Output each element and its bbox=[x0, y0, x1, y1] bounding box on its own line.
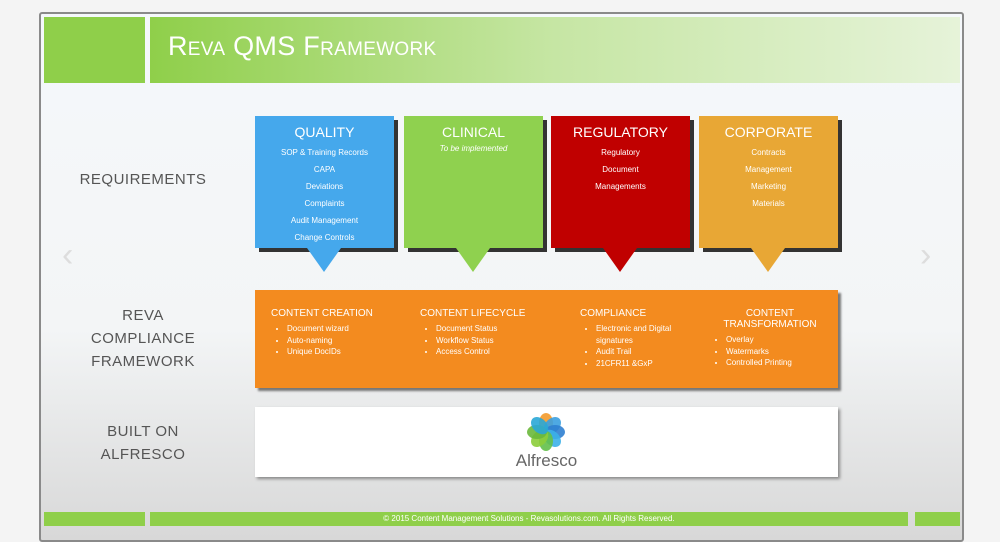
card-title: REGULATORY bbox=[573, 124, 668, 140]
built-on-label: BUILT ON ALFRESCO bbox=[100, 423, 186, 463]
card-item: Complaints bbox=[304, 199, 345, 208]
callout-pointer bbox=[603, 248, 637, 272]
card-item: Regulatory bbox=[601, 148, 640, 157]
column-item: Overlay bbox=[726, 334, 830, 346]
card-item: Deviations bbox=[305, 182, 344, 191]
alfresco-logo-icon bbox=[527, 413, 565, 451]
card-item: Document bbox=[602, 165, 639, 174]
card-title: QUALITY bbox=[294, 124, 355, 140]
column-title: CONTENT TRANSFORMATION bbox=[723, 308, 817, 330]
card-item: To be implemented bbox=[439, 144, 508, 153]
alfresco-box: Alfresco bbox=[255, 407, 838, 477]
column-title: CONTENT CREATION bbox=[271, 308, 373, 319]
framework-column: CONTENT TRANSFORMATION OverlayWatermarksC… bbox=[710, 308, 830, 369]
alfresco-logo-text: Alfresco bbox=[515, 451, 578, 470]
column-item: Auto-naming bbox=[287, 335, 421, 347]
column-item: Watermarks bbox=[726, 346, 830, 358]
card-item: Contracts bbox=[751, 148, 786, 157]
card-item: Management bbox=[745, 165, 792, 174]
column-item: Workflow Status bbox=[436, 335, 565, 347]
prev-slide-arrow-icon[interactable]: ‹ bbox=[62, 236, 74, 274]
framework-column: CONTENT CREATION Document wizardAuto-nami… bbox=[271, 308, 421, 358]
footer-block-right bbox=[915, 512, 960, 526]
requirement-card-clinical: CLINICAL To be implemented bbox=[404, 116, 543, 248]
next-slide-arrow-icon[interactable]: › bbox=[920, 236, 932, 274]
card-title: CLINICAL bbox=[441, 124, 506, 140]
column-title: CONTENT LIFECYCLE bbox=[420, 308, 526, 319]
column-title: COMPLIANCE bbox=[580, 308, 647, 319]
column-item: Access Control bbox=[436, 346, 565, 358]
slide-title: Reva QMS Framework bbox=[150, 17, 960, 83]
card-item: Materials bbox=[752, 199, 785, 208]
column-item: Unique DocIDs bbox=[287, 346, 421, 358]
framework-column: CONTENT LIFECYCLE Document StatusWorkflow… bbox=[420, 308, 565, 358]
framework-label: REVA COMPLIANCE FRAMEWORK bbox=[90, 307, 196, 370]
card-title: CORPORATE bbox=[724, 124, 813, 140]
column-item: Controlled Printing bbox=[726, 357, 830, 369]
requirements-label: REQUIREMENTS bbox=[79, 171, 207, 188]
column-item: 21CFR11 &GxP bbox=[596, 358, 710, 370]
footer-block-left bbox=[44, 512, 145, 526]
footer-bar: © 2015 Content Management Solutions - Re… bbox=[150, 512, 908, 526]
column-item: Electronic and Digital signatures bbox=[596, 323, 710, 346]
card-item: Audit Management bbox=[290, 216, 359, 225]
callout-pointer bbox=[307, 248, 341, 272]
card-item: Marketing bbox=[750, 182, 787, 191]
card-item: SOP & Training Records bbox=[280, 148, 368, 157]
column-item: Document Status bbox=[436, 323, 565, 335]
column-item: Document wizard bbox=[287, 323, 421, 335]
card-item: CAPA bbox=[313, 165, 336, 174]
compliance-framework-band: CONTENT CREATION Document wizardAuto-nami… bbox=[255, 290, 838, 388]
logo-petal bbox=[531, 417, 549, 435]
header-block bbox=[44, 17, 145, 83]
card-item: Managements bbox=[595, 182, 646, 191]
column-item: Audit Trail bbox=[596, 346, 710, 358]
footer-copyright: © 2015 Content Management Solutions - Re… bbox=[383, 514, 675, 523]
card-item: Change Controls bbox=[294, 233, 355, 242]
callout-pointer bbox=[751, 248, 785, 272]
callout-pointer bbox=[456, 248, 490, 272]
framework-column: COMPLIANCE Electronic and Digital signatu… bbox=[580, 308, 710, 369]
